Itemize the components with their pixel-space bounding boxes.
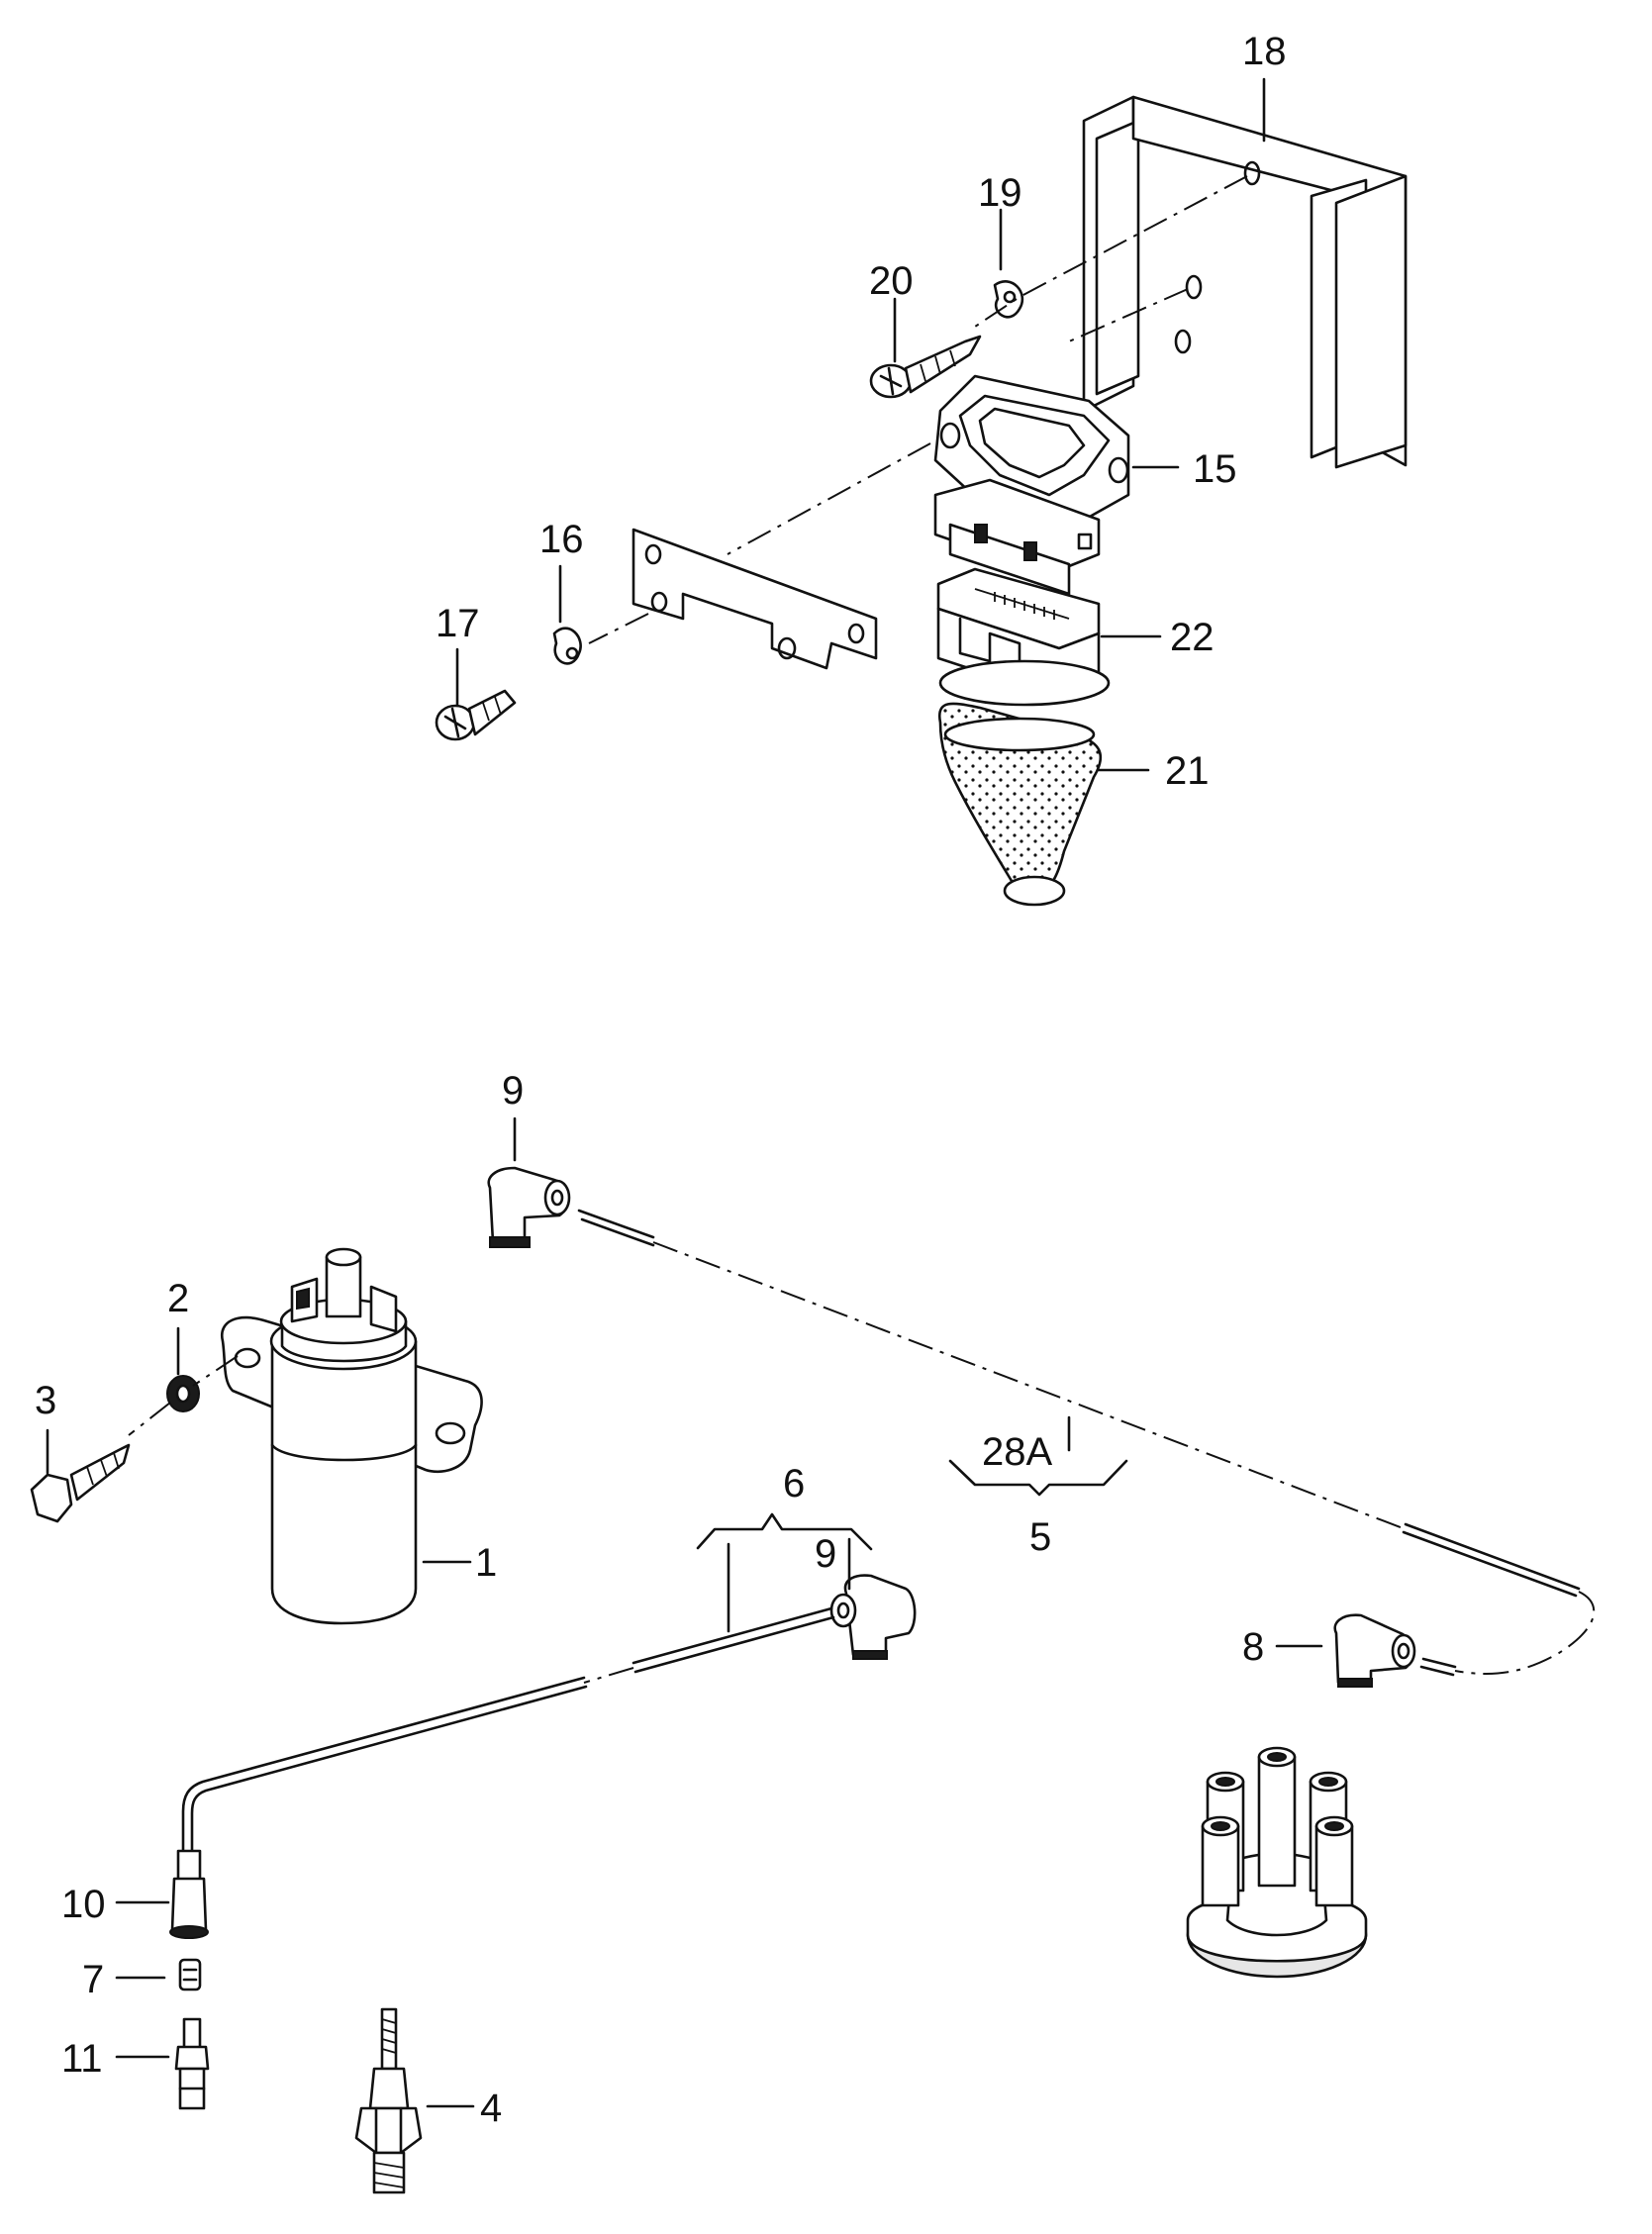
- control-unit: [933, 374, 1130, 596]
- callout-11: 11: [61, 2037, 103, 2081]
- callout-2: 2: [167, 1277, 189, 1320]
- alignment-line: [727, 442, 931, 555]
- flat-bracket: [632, 528, 878, 670]
- callout-15: 15: [1193, 447, 1237, 491]
- ignition-lead-5: [577, 1209, 1596, 1677]
- screw-17: [435, 689, 517, 741]
- spark-plug: [354, 2007, 423, 2194]
- callout-28A: 28A: [982, 1430, 1052, 1474]
- callout-9-top: 9: [502, 1069, 524, 1113]
- callout-6: 6: [783, 1462, 805, 1506]
- terminal-11: [174, 2017, 210, 2110]
- callout-9-bottom: 9: [815, 1532, 836, 1576]
- washer-2: [166, 1375, 200, 1412]
- ignition-coil: [220, 1247, 483, 1625]
- callout-19: 19: [978, 171, 1022, 215]
- callout-22: 22: [1170, 616, 1215, 659]
- hex-screw-3: [30, 1443, 131, 1523]
- callout-18: 18: [1242, 30, 1287, 73]
- connector-7: [178, 1958, 202, 1991]
- leader-lines: [46, 77, 1323, 2108]
- plug-connector-9-top: [487, 1166, 571, 1248]
- callout-8: 8: [1242, 1625, 1264, 1669]
- alignment-line: [588, 613, 649, 644]
- callout-10: 10: [61, 1883, 106, 1926]
- plug-connector-8: [1333, 1613, 1416, 1688]
- alignment-line: [128, 1355, 239, 1436]
- callout-4: 4: [480, 2087, 502, 2130]
- suppressor-10: [169, 1849, 209, 1939]
- callout-7: 7: [82, 1958, 104, 2001]
- plug-connector-9-bottom: [829, 1574, 917, 1660]
- callout-1: 1: [475, 1541, 497, 1585]
- callout-5: 5: [1029, 1515, 1051, 1559]
- ignition-lead-6: [181, 1606, 835, 1853]
- washer-16: [552, 627, 582, 665]
- washer-19: [993, 280, 1024, 319]
- callout-21: 21: [1165, 749, 1210, 793]
- distributor-cap: [1186, 1746, 1368, 1979]
- callout-16: 16: [539, 518, 584, 561]
- alignment-line: [974, 175, 1248, 328]
- mounting-bracket: [1082, 95, 1408, 469]
- tapping-screw-20: [869, 335, 982, 399]
- rubber-boot: [937, 659, 1111, 907]
- callout-20: 20: [869, 259, 914, 303]
- callout-3: 3: [35, 1379, 56, 1422]
- callout-17: 17: [436, 602, 480, 645]
- alignment-line: [1068, 288, 1189, 342]
